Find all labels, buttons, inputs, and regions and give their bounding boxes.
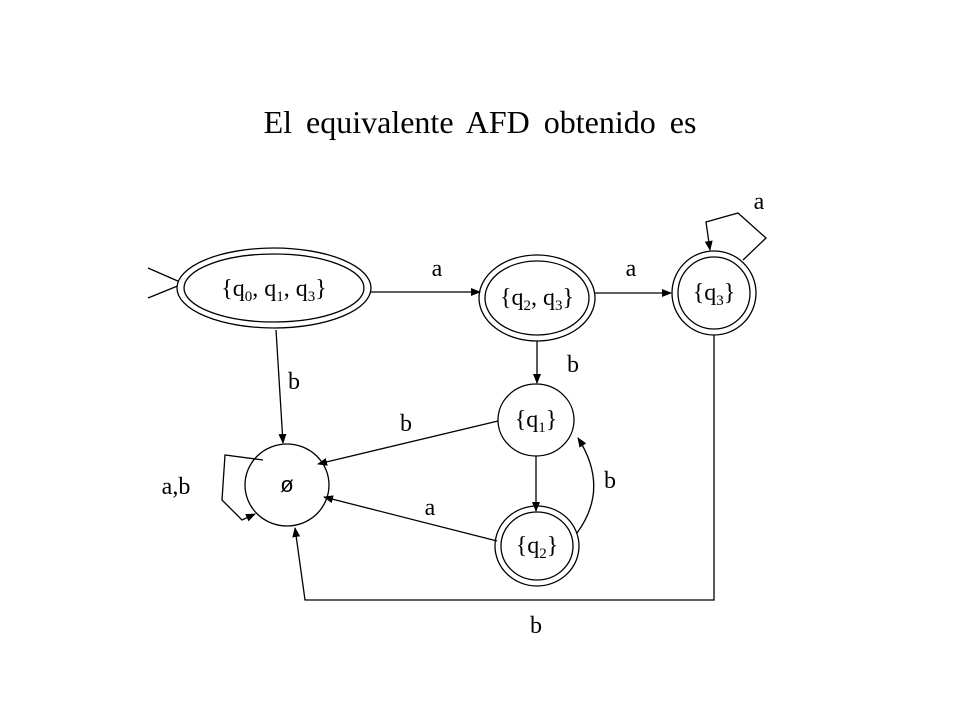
edge-label-s23-s3: a — [626, 256, 637, 282]
state-q2-q3[interactable]: {q2, q3} — [478, 254, 596, 342]
edge-label-s0-s23: a — [432, 256, 443, 282]
edge-empty-loop — [221, 454, 264, 522]
empty-set-symbol: ø — [280, 472, 293, 497]
state-empty[interactable]: ø — [244, 443, 330, 527]
state-q1[interactable]: {q1} — [497, 383, 575, 457]
edge-label-s3-empty: b — [530, 613, 542, 639]
edge-label-s1-empty: b — [400, 411, 412, 437]
edge-s2-s1 — [576, 437, 595, 534]
edge-s2-empty — [323, 495, 498, 542]
edge-label-s2-s1: b — [604, 468, 616, 494]
state-label: {q0, q1, q3} — [221, 276, 327, 305]
state-q2[interactable]: {q2} — [494, 505, 580, 587]
edge-label-s0-empty: b — [288, 369, 300, 395]
edge-label-s3-loop: a — [754, 189, 765, 215]
state-label: {q1} — [515, 407, 558, 436]
state-label: {q2, q3} — [500, 285, 574, 314]
edge-s3-loop — [704, 212, 767, 261]
start-arrow — [147, 267, 181, 299]
slide-title: El equivalente AFD obtenido es — [263, 104, 697, 140]
edge-s1-empty — [317, 420, 499, 466]
state-label: {q2} — [516, 533, 559, 562]
state-label: {q3} — [693, 280, 736, 309]
edge-label-s23-s1: b — [567, 352, 579, 378]
edge-label-s2-empty: a — [425, 495, 436, 521]
edge-label-empty-loop: a,b — [162, 474, 191, 500]
edge-s0-empty — [275, 329, 287, 444]
edge-s3-empty — [292, 335, 715, 601]
state-q3[interactable]: {q3} — [671, 250, 757, 336]
state-q0-q1-q3[interactable]: {q0, q1, q3} — [176, 247, 372, 329]
